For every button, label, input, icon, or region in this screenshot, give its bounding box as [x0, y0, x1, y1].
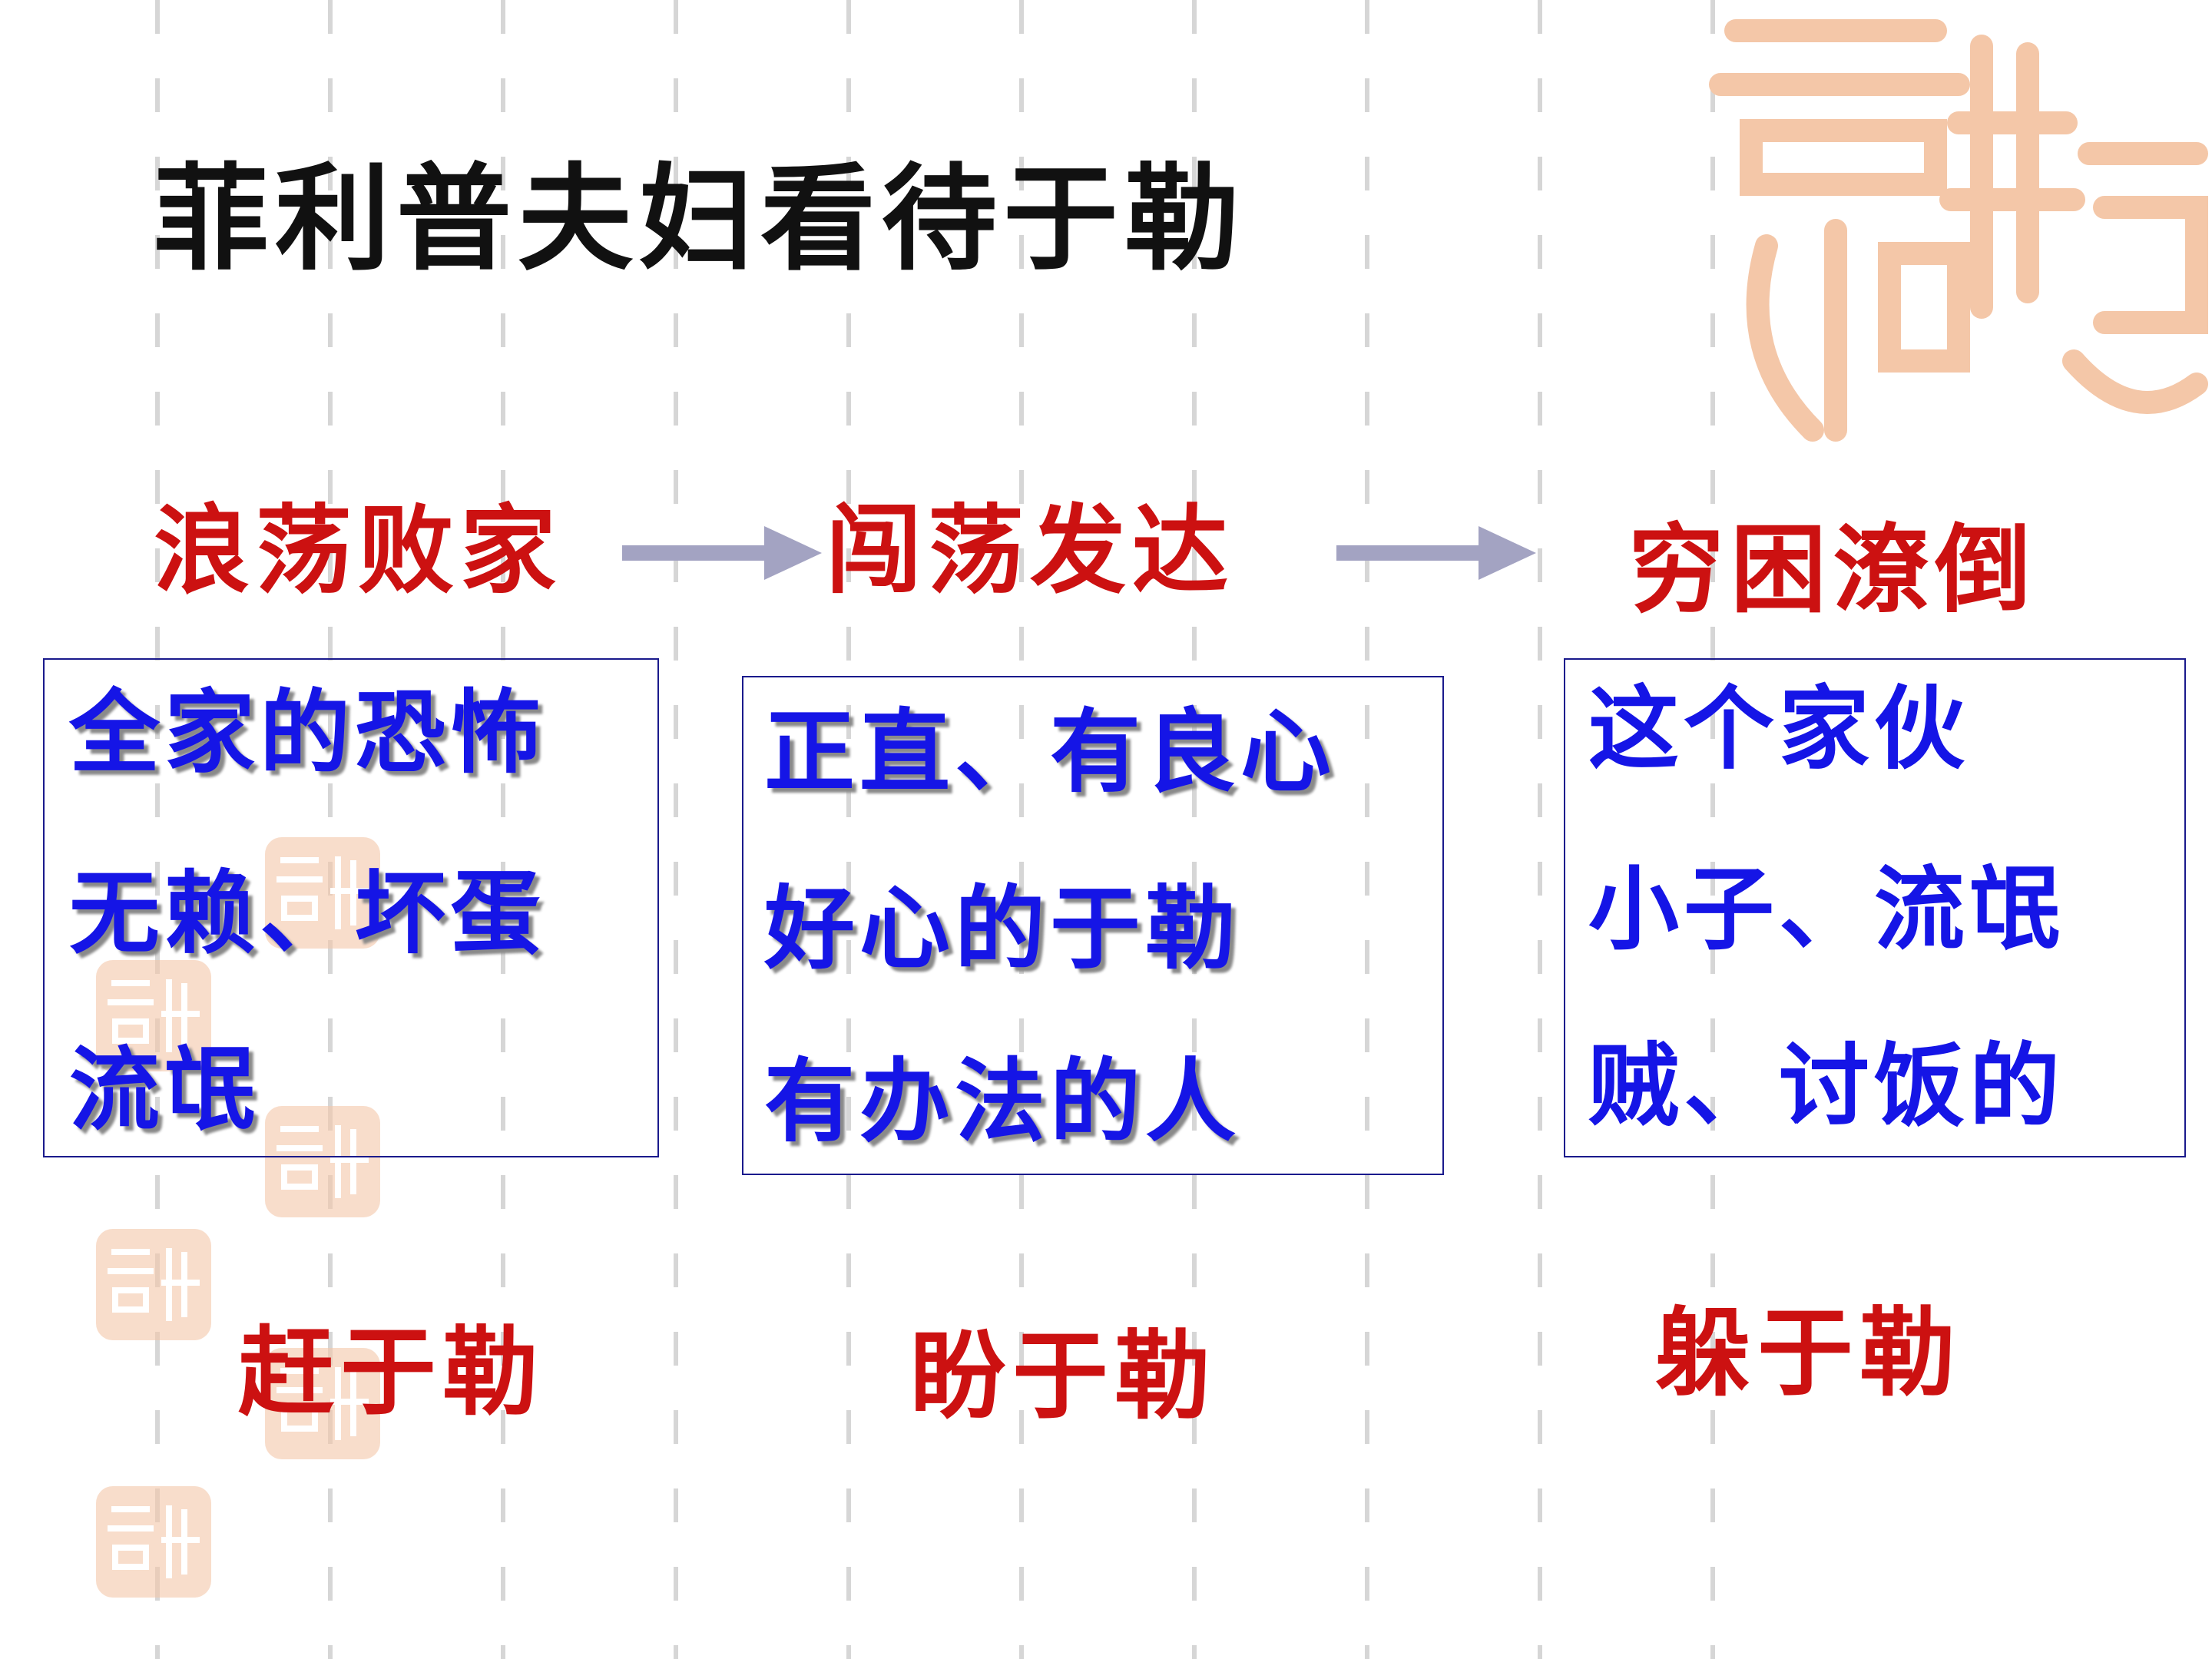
box-1-line-2: 无赖、坏蛋: [69, 859, 546, 966]
stage-label-2: 闯荡发达: [826, 495, 1234, 607]
box-1-line-1: 全家的恐怖: [69, 679, 546, 786]
box-1-line-3: 流氓: [69, 1036, 260, 1143]
attitude-label-3: 躲于勒: [1655, 1297, 1962, 1409]
stage-label-3: 穷困潦倒: [1628, 514, 2037, 626]
stage-label-1: 浪荡败家: [154, 495, 562, 607]
jixiang-seal-icon: [1709, 19, 2208, 442]
description-box-3: [1564, 658, 2186, 1157]
jixiang-seal-icon: [265, 837, 380, 949]
box-3-line-3: 贼、讨饭的: [1588, 1032, 2065, 1139]
jixiang-seal-icon: [265, 1348, 380, 1459]
description-box-2: [742, 676, 1444, 1175]
box-3-line-1: 这个家伙: [1588, 675, 1970, 782]
jixiang-seal-icon: [96, 1486, 211, 1598]
page-title: 菲利普夫妇看待于勒: [154, 151, 1247, 286]
box-3-line-2: 小子、流氓: [1588, 856, 2065, 962]
right-arrow-icon: [1336, 526, 1536, 580]
jixiang-seal-icon: [96, 960, 211, 1071]
description-box-1: [43, 658, 659, 1157]
box-2-line-3: 有办法的人: [764, 1048, 1241, 1154]
jixiang-seal-icon: [96, 1229, 211, 1340]
jixiang-seal-icon: [265, 1106, 380, 1217]
box-2-line-1: 正直、有良心: [764, 698, 1336, 805]
attitude-label-1: 赶于勒: [238, 1316, 545, 1429]
right-arrow-icon: [622, 526, 822, 580]
attitude-label-2: 盼于勒: [910, 1320, 1217, 1432]
box-2-line-2: 好心的于勒: [764, 875, 1241, 982]
